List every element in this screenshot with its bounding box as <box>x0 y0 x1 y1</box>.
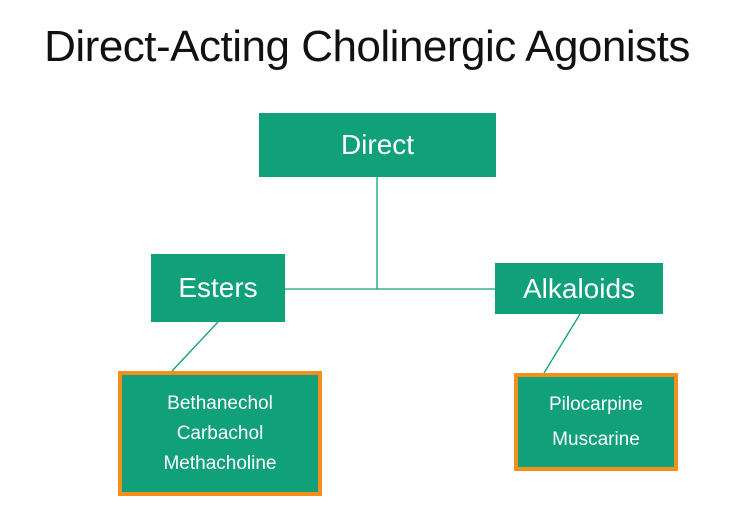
esters-drug-list: Bethanechol Carbachol Methacholine <box>118 371 322 496</box>
drug-carbachol: Carbachol <box>176 422 264 444</box>
drug-methacholine: Methacholine <box>163 452 277 474</box>
drug-muscarine: Muscarine <box>552 428 640 450</box>
connector-alkaloids-leaf <box>543 313 581 374</box>
node-direct: Direct <box>259 113 496 177</box>
drug-bethanechol: Bethanechol <box>167 392 273 414</box>
node-alkaloids: Alkaloids <box>495 263 663 314</box>
page-title: Direct-Acting Cholinergic Agonists <box>44 22 690 71</box>
alkaloids-drug-list: Pilocarpine Muscarine <box>514 373 678 471</box>
node-esters: Esters <box>151 254 285 322</box>
connector-esters-leaf <box>171 321 219 372</box>
drug-pilocarpine: Pilocarpine <box>549 393 643 415</box>
